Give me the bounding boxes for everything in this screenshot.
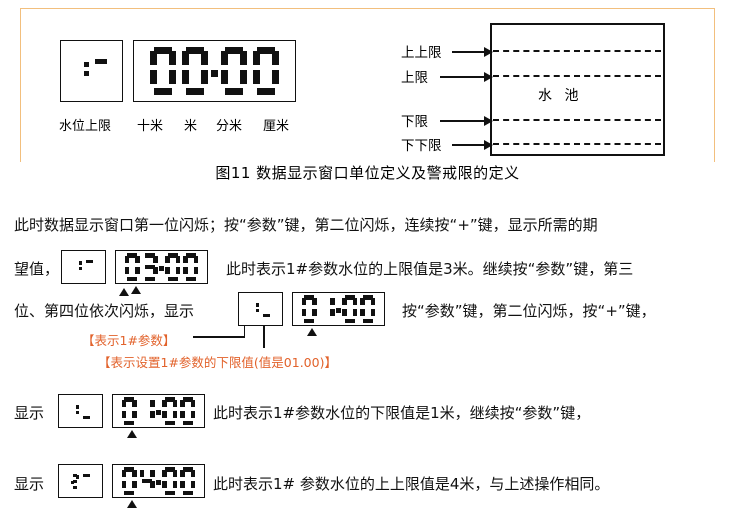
pool-limit-arrow-line-0 <box>452 51 486 53</box>
seven-segment-digit <box>121 397 137 425</box>
lcd-digit-group <box>147 47 282 95</box>
figure-caption-text: 图11 数据显示窗口单位定义及警戒限的定义 <box>207 162 528 183</box>
body-line-3-prefix: 位、第四位依次闪烁，显示 <box>14 302 195 320</box>
seven-segment-digit <box>162 397 178 425</box>
pool-limit-arrow-head-1 <box>484 72 493 82</box>
seven-segment-digit <box>76 59 89 83</box>
lcd-param-group <box>251 302 271 317</box>
figure-label-water-upper-limit: 水位上限 <box>59 119 112 134</box>
figure-unit-label-0: 十米 <box>137 119 164 134</box>
figure-param-display-box <box>60 40 123 102</box>
pool-limit-arrow-line-2 <box>440 120 486 122</box>
line5-param-display-box <box>58 464 103 498</box>
seven-segment-digit <box>71 404 79 419</box>
seven-segment-digit <box>320 295 335 323</box>
body-line-5-prefix: 显示 <box>14 475 45 493</box>
annotation-leader-vertical-1 <box>243 326 246 337</box>
seven-segment-digit <box>182 47 208 95</box>
pool-limit-dash-2 <box>493 119 661 121</box>
lcd-digit-group <box>300 295 377 323</box>
seven-segment-digit <box>253 47 279 95</box>
seven-segment-digit <box>165 253 181 281</box>
line5-value-display-box <box>112 464 205 498</box>
body-line-2-prefix: 望值， <box>14 260 60 278</box>
decimal-point <box>156 467 161 495</box>
line3-flash-caret-top <box>119 288 129 296</box>
line2-param-display-box <box>61 250 106 284</box>
body-line-2-suffix: 此时表示1#参数水位的上限值是3米。继续按“参数”键，第三 <box>226 260 634 278</box>
lcd-param-group <box>70 473 91 489</box>
seven-segment-digit <box>180 467 196 495</box>
body-line-5-suffix: 此时表示1# 参数水位的上上限值是4米，与上述操作相同。 <box>213 475 610 493</box>
lcd-digit-group <box>123 253 200 281</box>
line3-param-display-box <box>238 292 283 326</box>
pool-limit-arrow-head-3 <box>484 140 493 150</box>
seven-segment-digit <box>221 47 247 95</box>
seven-segment-digit <box>139 467 155 495</box>
upper-limit-bar-icon <box>85 259 94 275</box>
lcd-digit-group <box>120 467 197 495</box>
figure-unit-label-1: 米 <box>184 119 198 134</box>
pool-limit-label-3: 下下限 <box>401 138 442 154</box>
line3-flash-caret <box>307 328 317 336</box>
seven-segment-digit <box>183 253 199 281</box>
line2-flash-caret <box>131 286 141 294</box>
seven-segment-digit <box>162 467 178 495</box>
annotation-2-text: 【表示设置1#参数的下限值(值是01.00)】 <box>98 355 337 370</box>
figure-caption: 图11 数据显示窗口单位定义及警戒限的定义 <box>0 162 735 183</box>
body-line-1: 此时数据显示窗口第一位闪烁；按“参数”键，第二位闪烁，连续按“+”键，显示所需的… <box>14 216 598 234</box>
seven-segment-digit <box>140 397 155 425</box>
pool-limit-dash-3 <box>493 143 661 145</box>
line4-flash-caret <box>127 430 137 438</box>
lower-limit-bar-icon <box>82 404 91 419</box>
pool-rectangle <box>490 23 665 156</box>
pool-limit-label-2: 下限 <box>401 114 428 130</box>
seven-segment-digit <box>342 295 358 323</box>
figure-value-display-box <box>133 40 296 102</box>
decimal-point <box>156 397 161 425</box>
seven-segment-digit <box>121 467 137 495</box>
body-line-4-suffix: 此时表示1#参数水位的下限值是1米，继续按“参数”键， <box>213 404 591 422</box>
pool-limit-arrow-line-3 <box>452 144 486 146</box>
body-line-4-prefix: 显示 <box>14 404 45 422</box>
seven-segment-digit <box>251 302 259 317</box>
seven-segment-digit <box>150 47 176 95</box>
line3-value-display-box <box>292 292 385 326</box>
lcd-param-group <box>71 404 91 419</box>
line5-flash-caret <box>127 500 137 508</box>
seven-segment-digit <box>143 253 158 281</box>
annotation-leader-vertical-2 <box>263 326 265 348</box>
figure-unit-label-2: 分米 <box>216 119 243 134</box>
decimal-point <box>211 47 218 95</box>
annotation-leader-horizontal <box>193 336 245 338</box>
seven-segment-digit <box>70 473 79 489</box>
line4-param-display-box <box>58 394 103 428</box>
pool-limit-arrow-head-2 <box>484 116 493 126</box>
line2-value-display-box <box>115 250 208 284</box>
seven-segment-digit <box>180 397 196 425</box>
decimal-point <box>336 295 341 323</box>
body-line-3-suffix: 按“参数”键，第二位闪烁，按“+”键， <box>402 302 656 320</box>
pool-limit-dash-1 <box>493 75 661 77</box>
pool-limit-dash-0 <box>493 50 661 52</box>
lcd-digit-group <box>120 397 197 425</box>
pool-limit-arrow-line-1 <box>440 76 486 78</box>
seven-segment-digit <box>74 260 82 275</box>
lcd-param-group <box>74 259 94 275</box>
upper-limit-bar-icon <box>94 59 108 83</box>
pool-title: 水 池 <box>538 88 583 104</box>
annotation-1-text: 【表示1#参数】 <box>82 333 176 348</box>
lower-limit-bar-icon <box>262 302 271 317</box>
upper-limit-bar-icon <box>82 473 91 489</box>
seven-segment-digit <box>124 253 140 281</box>
pool-limit-label-0: 上上限 <box>401 45 442 61</box>
seven-segment-digit <box>360 295 376 323</box>
pool-limit-label-1: 上限 <box>401 70 428 86</box>
lcd-param-group <box>76 59 108 83</box>
figure-unit-label-3: 厘米 <box>263 119 290 134</box>
seven-segment-digit <box>301 295 317 323</box>
pool-limit-arrow-head-0 <box>484 47 493 57</box>
decimal-point <box>159 253 164 281</box>
line4-value-display-box <box>112 394 205 428</box>
